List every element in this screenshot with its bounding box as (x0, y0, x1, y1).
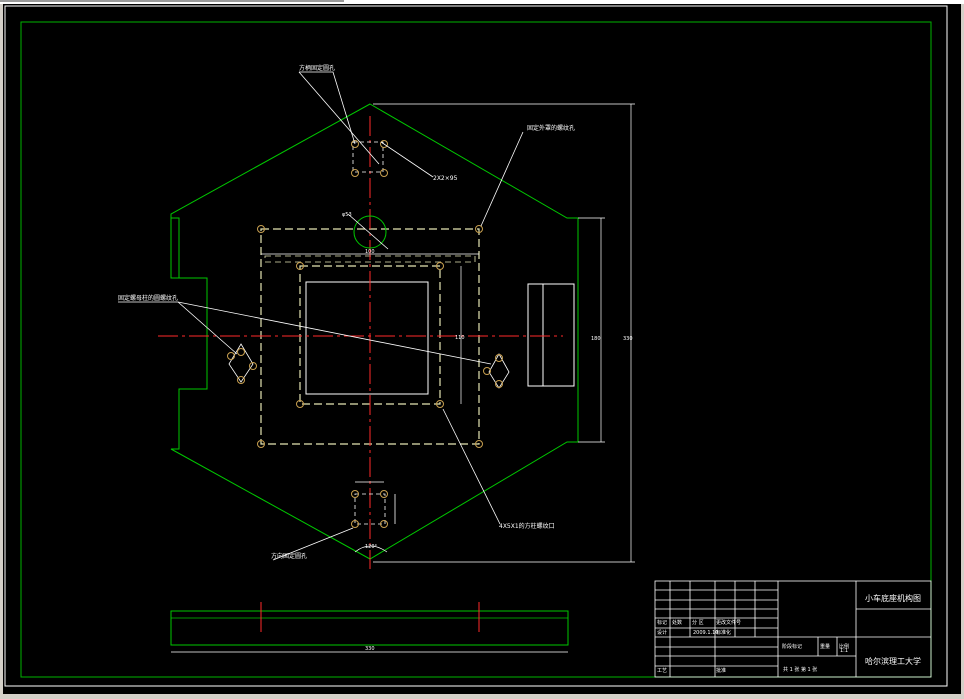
row-label-zone: 分 区 (692, 619, 704, 626)
design-label: 设计 (657, 629, 667, 636)
standard-label: 标准化 (716, 629, 731, 636)
dim-right: 180 (591, 336, 601, 342)
hole-ibr (436, 400, 444, 408)
outer-holes (257, 225, 483, 448)
hole-itl (296, 262, 304, 270)
ratio-label: 比例 (839, 643, 849, 650)
label-hole-spec: 2X2×95 (433, 175, 458, 182)
craft-label: 工艺 (657, 668, 667, 674)
row-label-count: 处数 (672, 619, 682, 626)
label-left-holes: 固定螺母柱的圆螺纹孔 (118, 294, 178, 302)
approve-label: 批准 (716, 667, 726, 674)
hole-bl (257, 440, 265, 448)
hole-tr (475, 225, 483, 233)
sheet-info: 共 1 张 第 1 张 (783, 666, 817, 673)
label-top-right-hole: 固定外罩的螺纹孔 (527, 124, 575, 132)
hole-itr (436, 262, 444, 270)
scale-text: 1:1 (840, 648, 848, 654)
title-block (654, 580, 932, 678)
row-label-change: 更改文件号 (716, 619, 741, 626)
cad-drawing: φ53 (4, 5, 948, 687)
row-label-mark: 标记 (657, 619, 667, 626)
title-text: 小车底座机构图 (865, 593, 921, 603)
center-hole (353, 215, 387, 249)
design-date: 2009.1.10 (693, 630, 718, 636)
dim-angle: 120° (365, 544, 378, 550)
weight-label: 重量 (820, 643, 830, 650)
top-hole-group (351, 140, 388, 177)
side-view-bar (170, 610, 569, 646)
drawing-border (20, 21, 932, 678)
right-slot (527, 283, 575, 387)
sheet-frame (4, 5, 948, 687)
hole-ibl (296, 400, 304, 408)
label-square-hole-top: 方柄固定圆孔 (299, 64, 335, 72)
drawing-canvas[interactable]: φ53 (3, 4, 961, 694)
scrollbar-track (0, 0, 344, 2)
stage-label: 阶段标记 (782, 643, 802, 650)
part-left-notch (170, 218, 179, 279)
leader-lines (118, 71, 524, 561)
dim-width: 100 (365, 249, 375, 255)
hole-br (475, 440, 483, 448)
left-hole-group (227, 343, 257, 384)
center-label: φ53 (342, 212, 352, 218)
label-bottom-right-hole: 4X5X1的方柱螺纹口 (499, 522, 555, 530)
dim-bottom-bar: 330 (365, 646, 375, 652)
dim-height: 110 (455, 335, 465, 341)
center-leader (347, 213, 389, 250)
right-hole-group (483, 353, 510, 389)
inner-square (305, 281, 429, 395)
label-bottom-hole: 方向固定圆孔 (271, 552, 307, 560)
organization-text: 哈尔滨理工大学 (865, 656, 921, 666)
hole-tl (257, 225, 265, 233)
part-outline (170, 103, 579, 560)
dimension-lines (261, 103, 635, 563)
dim-far-right: 330 (623, 336, 633, 342)
bottom-hole-group (351, 481, 396, 528)
top-strip (0, 0, 964, 4)
bottom-strip (0, 694, 964, 699)
